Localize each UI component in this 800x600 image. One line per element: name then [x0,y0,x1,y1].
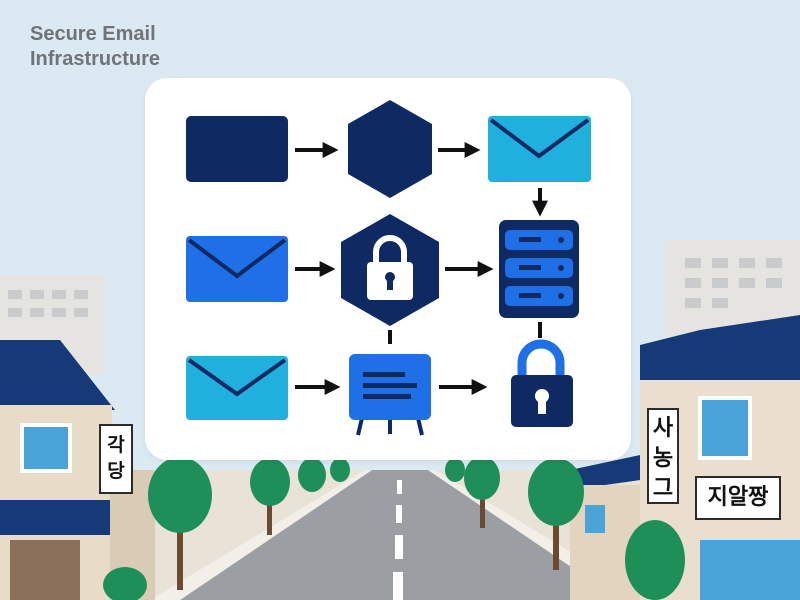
connectors [295,142,548,395]
envelope-icon [186,236,288,302]
server-icon [499,220,579,318]
lock-hexagon-node [341,214,439,326]
node-hexagon [348,100,432,198]
sign-char: 각 [107,434,125,456]
page-title: Secure Email Infrastructure [30,22,160,72]
sign-char: 당 [107,460,125,482]
envelope-icon [488,116,591,182]
title-line-2: Infrastructure [30,48,161,70]
sign-char: 사 [652,416,674,441]
road-edge-left [150,470,372,600]
lock-icon [367,235,413,300]
envelope-icon [186,356,288,420]
shop-sign-right-horizontal: 지알짱 [695,476,781,520]
street-trees [103,456,685,600]
left-houses [0,340,155,600]
node-block [186,116,288,182]
document-board-icon [349,354,431,436]
shop-sign-right-vertical: 사 농 그 [647,408,679,504]
email-flow-diagram [186,100,591,436]
sign-char: 그 [652,476,674,501]
lock-icon [511,339,573,427]
road-center-dashes [393,480,403,600]
sign-char: 농 [652,446,674,471]
shop-sign-left: 각 당 [99,424,133,494]
title-line-1: Secure Email [30,23,156,45]
distant-building-windows [8,258,782,317]
